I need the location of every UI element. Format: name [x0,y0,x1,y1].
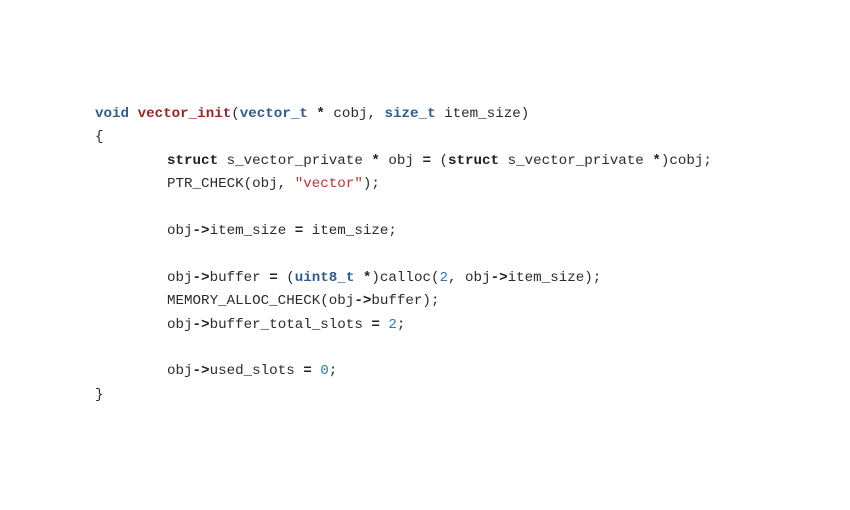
code-line-4: PTR_CHECK(obj, "vector"); [95,173,712,196]
code-text: obj [167,316,193,333]
code-line-blank [95,243,712,266]
arrow-operator: -> [490,269,508,286]
param-name-item-size: item_size) [435,106,530,122]
code-text: s_vector_private [218,152,372,169]
close-brace: } [95,386,104,403]
code-line-6: obj->item_size = item_size; [95,220,712,243]
code-line-blank [95,337,712,360]
code-text: )calloc( [371,269,440,286]
type-keyword-uint8: uint8_t [294,269,355,286]
code-line-2: { [95,126,712,149]
arrow-operator: -> [192,316,210,333]
code-text: s_vector_private [499,152,653,169]
assign-operator: = [294,222,304,239]
struct-keyword: struct [447,152,500,169]
pointer-star: * [652,152,661,169]
code-line-12: obj->used_slots = 0; [95,360,712,383]
assign-operator: = [269,269,278,286]
pointer-star: * [371,152,380,169]
code-text: used_slots [209,363,304,380]
code-text: ); [362,176,380,193]
code-text [312,363,321,379]
pointer-star: * [362,269,372,286]
code-line-1: void vector_init(vector_t * cobj, size_t… [95,103,712,126]
number-literal: 0 [320,363,329,380]
function-name: vector_init [137,106,232,122]
code-text: ; [328,363,338,380]
code-line-13: } [95,384,712,407]
code-line-blank [95,197,712,220]
code-text: obj [167,269,193,286]
code-line-10: obj->buffer_total_slots = 2; [95,314,712,337]
string-literal: "vector" [294,176,363,193]
code-text: item_size; [303,222,397,239]
code-text: obj [167,363,193,380]
number-literal: 2 [439,269,449,286]
code-line-9: MEMORY_ALLOC_CHECK(obj->buffer); [95,290,712,313]
open-brace: { [95,129,104,146]
code-text: ( [430,152,448,169]
code-text: PTR_CHECK(obj, [167,176,295,193]
code-text: buffer [209,269,270,286]
param-type-size: size_t [384,106,436,122]
param-type-vector: vector_t [239,106,308,122]
code-snippet: void vector_init(vector_t * cobj, size_t… [95,103,712,407]
code-text [354,270,363,286]
code-line-3: struct s_vector_private * obj = (struct … [95,150,712,173]
code-text: item_size [209,222,295,239]
pointer-star: * [316,106,325,122]
param-name-cobj: cobj, [324,106,385,122]
code-text: ( [277,269,295,286]
code-text: ; [396,316,406,333]
code-text: )cobj; [660,152,712,169]
assign-operator: = [371,316,380,333]
arrow-operator: -> [192,363,210,380]
arrow-operator: -> [354,293,372,310]
arrow-operator: -> [192,222,210,239]
return-type-keyword: void [95,106,130,122]
assign-operator: = [303,363,312,380]
arrow-operator: -> [192,269,210,286]
code-text: obj [167,222,193,239]
code-text: buffer_total_slots [209,316,372,333]
struct-keyword: struct [167,152,219,169]
code-text: obj [379,152,423,169]
number-literal: 2 [388,316,397,333]
code-text: , obj [448,269,491,286]
code-text: buffer); [371,293,440,310]
code-text: MEMORY_ALLOC_CHECK(obj [167,293,355,310]
code-text: item_size); [507,269,602,286]
open-paren: ( [231,106,240,122]
assign-operator: = [422,152,431,169]
code-line-8: obj->buffer = (uint8_t *)calloc(2, obj->… [95,267,712,290]
